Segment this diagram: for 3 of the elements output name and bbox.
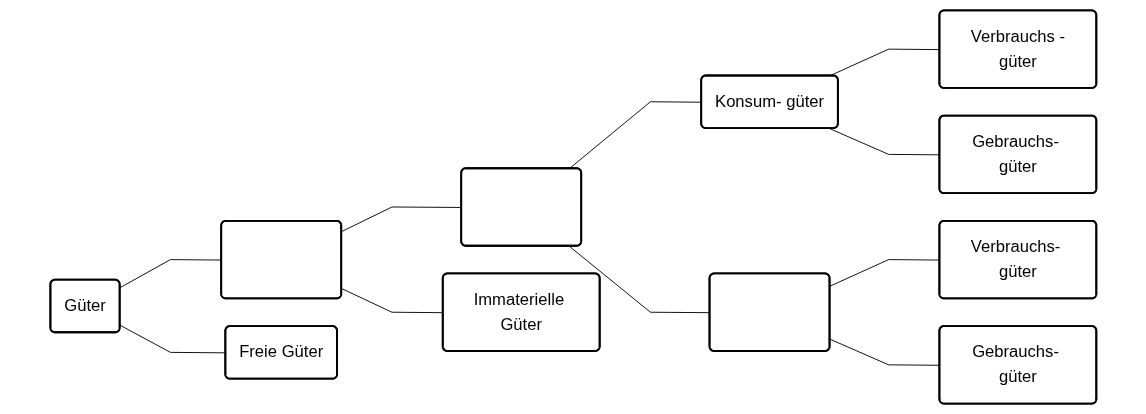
connector	[829, 338, 940, 366]
connector	[829, 259, 940, 287]
connector	[828, 128, 940, 156]
